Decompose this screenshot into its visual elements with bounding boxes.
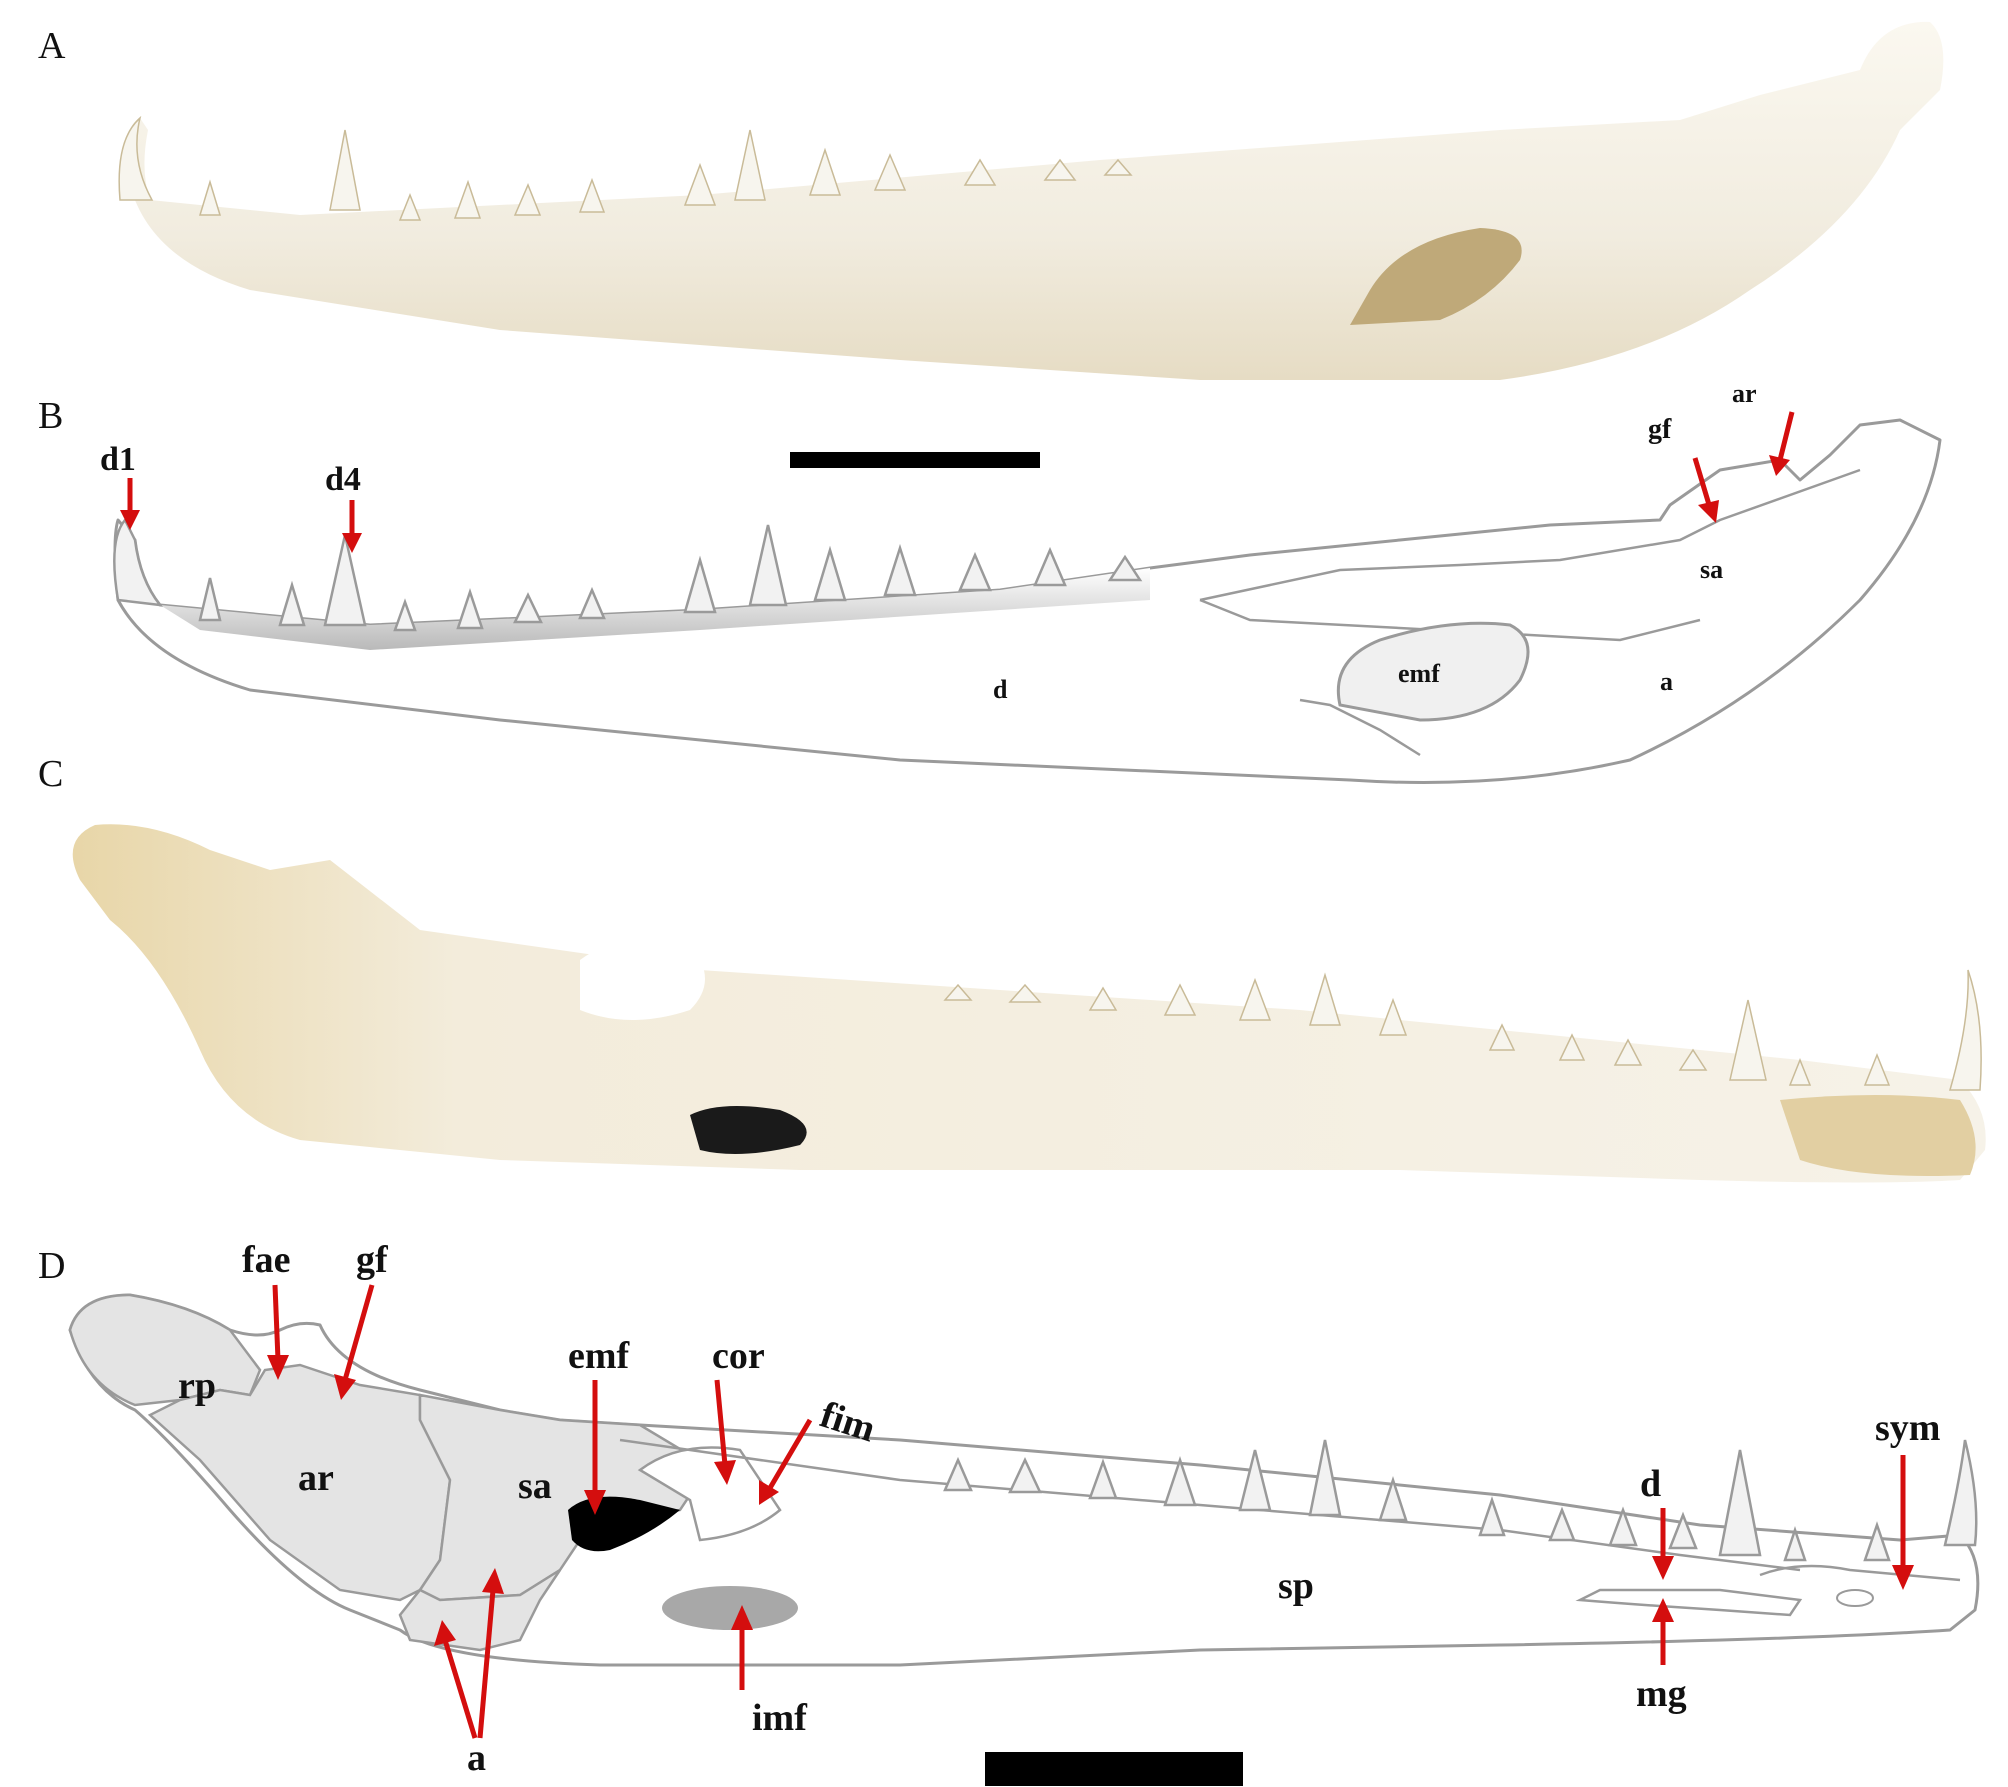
label-ar-b: ar: [1732, 379, 1757, 408]
panel-letter-b: B: [38, 395, 63, 437]
panel-letter-a: A: [38, 25, 66, 67]
label-rp: rp: [178, 1365, 216, 1407]
label-d4: d4: [325, 461, 361, 498]
imf-fenestra: [662, 1586, 798, 1630]
jaw-drawing-lateral: [113, 418, 1942, 784]
label-mg: mg: [1636, 1673, 1687, 1715]
label-ar-d: ar: [298, 1457, 334, 1499]
label-fae: fae: [242, 1239, 291, 1281]
label-sa-d: sa: [518, 1465, 552, 1507]
label-imf: imf: [752, 1697, 808, 1739]
label-emf-d: emf: [568, 1335, 631, 1377]
label-gf-b: gf: [1648, 414, 1672, 445]
jaw-photo-medial: [72, 824, 1986, 1183]
panel-letter-d: D: [38, 1245, 65, 1287]
panel-letter-c: C: [38, 753, 63, 795]
label-sp: sp: [1278, 1565, 1314, 1607]
jaw-drawing-medial: [68, 1293, 1980, 1667]
label-gf-d: gf: [356, 1239, 389, 1281]
label-a-b: a: [1660, 667, 1673, 696]
scale-bar-upper: [790, 452, 1040, 468]
label-emf-b: emf: [1398, 659, 1440, 688]
label-sa-b: sa: [1700, 555, 1723, 584]
jaw-photo-lateral: [118, 21, 1944, 381]
label-a-d: a: [467, 1737, 486, 1779]
label-d-d: d: [1640, 1463, 1661, 1505]
label-cor: cor: [712, 1335, 765, 1377]
scale-bar-lower: [985, 1752, 1243, 1786]
label-d-b: d: [993, 675, 1008, 704]
label-sym: sym: [1875, 1407, 1940, 1449]
label-d1: d1: [100, 441, 136, 478]
emf-fenestra-outline: [1336, 621, 1530, 722]
